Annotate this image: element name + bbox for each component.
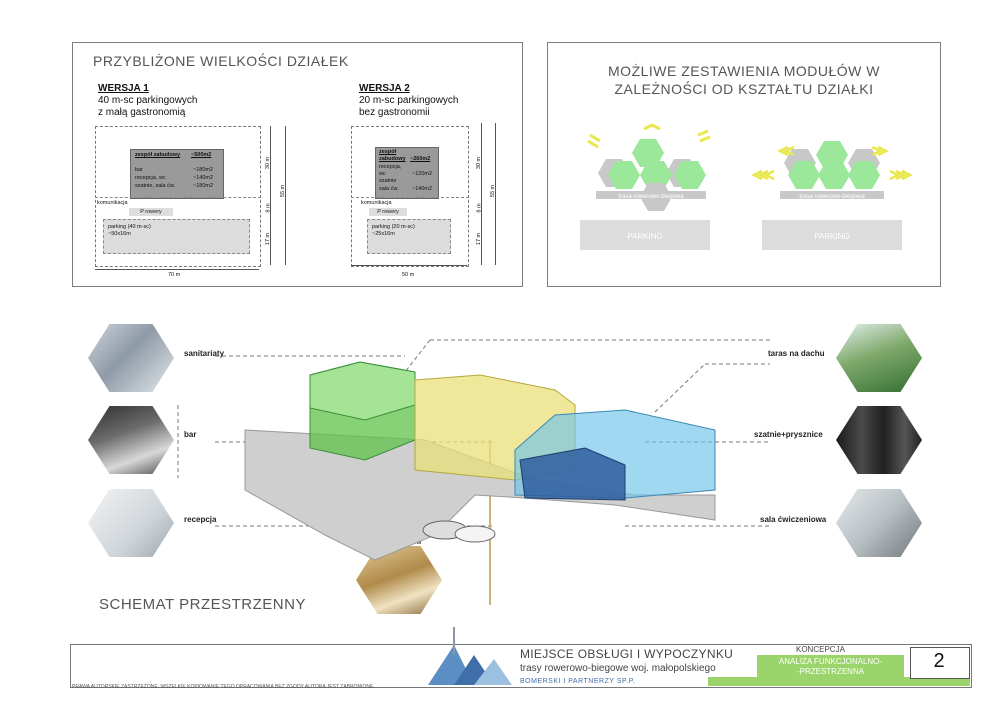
- version-2-zespol2: zabudowy: [379, 156, 406, 162]
- footer-title: MIEJSCE OBSŁUGI I WYPOCZYNKU: [520, 647, 734, 661]
- version-1-zespol: zespół zabudowy: [135, 152, 181, 158]
- version-2-dim-w: 50 m: [402, 272, 415, 278]
- page-number: 2: [933, 650, 945, 672]
- page-number-box: [910, 647, 970, 679]
- version-2-komunikacja: komunikacja: [361, 200, 392, 206]
- version-2-heading: WERSJA 2: [359, 83, 410, 94]
- version-2-row-3-val: ~140m2: [412, 186, 433, 192]
- version-1-line2: z małą gastronomią: [98, 107, 186, 118]
- version-2-row-3-label: sala ćw.: [379, 186, 399, 192]
- version-2-parking: parking (20 m-sc) ~25x16m: [367, 219, 451, 254]
- footer-koncepcja: KONCEPCJA: [796, 645, 845, 654]
- modules-diagram: trasa rowerowo-biegowa PARKING trasa row…: [580, 123, 913, 250]
- version-1-komunikacja: komunikacja: [97, 200, 128, 206]
- company-logo-icon: [428, 627, 512, 685]
- version-2-parking-size: ~25x16m: [372, 231, 395, 237]
- version-1-rowery: P rowery: [129, 208, 173, 216]
- version-1-dim-right2: [285, 126, 286, 265]
- version-1-dim-30: 30 m: [265, 156, 272, 170]
- modules-panel: MOŻLIWE ZESTAWIENIA MODUŁÓW W ZALEŻNOŚCI…: [547, 42, 941, 287]
- version-1-row-0-val: ~180m2: [193, 167, 214, 173]
- version-1-row-2-val: ~180m2: [193, 183, 214, 189]
- version-2-line2: bez gastronomii: [359, 107, 430, 118]
- photo-sanitariaty: [88, 323, 174, 393]
- module-set-1: trasa rowerowo-biegowa PARKING: [580, 123, 711, 250]
- version-1-plot: [95, 126, 261, 267]
- version-1-row-2-label: szatnie, sala ćw.: [135, 183, 176, 189]
- version-2-dim-30: 30 m: [476, 156, 483, 170]
- footer-company: BOMERSKI I PARTNERZY SP.P.: [520, 678, 636, 685]
- version-1-dim-55: 55 m: [280, 184, 287, 198]
- version-1-dim-17: 17 m: [265, 232, 272, 246]
- version-2-row-2-label: szatnie: [379, 178, 397, 184]
- version-1-dim-bottom: [95, 269, 259, 270]
- version-2-dim-17: 17 m: [476, 232, 483, 246]
- version-2-plot: [351, 126, 469, 267]
- version-1-row-1-label: recepcja, wc: [135, 175, 166, 181]
- footer-analiza-1: ANALIZA FUNKCJONALNO-: [778, 657, 883, 666]
- version-1-building: zespół zabudowy ~500m2 bar ~180m2 recepc…: [130, 149, 224, 199]
- version-2-zespol: zespół: [379, 149, 397, 155]
- photo-recepcja: [88, 488, 174, 558]
- label-recepcja: recepcja: [184, 515, 217, 524]
- photo-taras: [836, 323, 922, 393]
- version-1-dim-w: 70 m: [168, 272, 181, 278]
- version-2-dim-right2: [495, 123, 496, 265]
- version-1-line1: 40 m-sc parkingowych: [98, 95, 198, 106]
- photo-sala: [836, 488, 922, 558]
- version-1-dim-right: [270, 126, 271, 265]
- modules-title-line2: ZALEŻNOŚCI OD KSZTAŁTU DZIAŁKI: [614, 81, 874, 97]
- label-bar: bar: [184, 430, 197, 439]
- version-2-dim-8: 8 m: [476, 203, 483, 213]
- version-1-parking-label: parking (40 m-sc): [108, 224, 151, 230]
- modules-title-line1: MOŻLIWE ZESTAWIENIA MODUŁÓW W: [608, 63, 880, 79]
- footer-green-strip: [708, 677, 970, 686]
- version-2-parking-label: parking (20 m-sc): [372, 224, 415, 230]
- version-1-row-1-val: ~140m2: [193, 175, 214, 181]
- version-1-parking: parking (40 m-sc) ~50x16m: [103, 219, 250, 254]
- label-sala: sala ćwiczeniowa: [760, 515, 827, 524]
- photo-bar: [88, 405, 174, 475]
- photo-szatnie: [836, 405, 922, 475]
- version-2-row-1-val: ~120m2: [412, 171, 433, 177]
- trasa-label-1: trasa rowerowo-biegowa: [618, 194, 684, 200]
- plot-sizes-title: PRZYBLIŻONE WIELKOŚCI DZIAŁEK: [93, 53, 349, 69]
- version-1-dim-8: 8 m: [265, 203, 272, 213]
- version-2-komunikacja-line: [351, 197, 469, 198]
- version-1-parking-size: ~50x16m: [108, 231, 131, 237]
- plot-sizes-panel: PRZYBLIŻONE WIELKOŚCI DZIAŁEK WERSJA 1 4…: [72, 42, 523, 287]
- version-2-rowery: P rowery: [369, 208, 407, 216]
- version-1-komunikacja-line: [95, 197, 261, 198]
- copyright-text: PRAWA AUTORSKIE ZASTRZEŻONE. WSZELKIE KO…: [72, 684, 375, 690]
- version-2-line1: 20 m-sc parkingowych: [359, 95, 459, 106]
- version-2-building: zespół zabudowy ~260m2 recepcja, wc ~120…: [375, 147, 439, 199]
- version-2-row-1-label: wc: [379, 171, 386, 177]
- version-2-zespol-val: ~260m2: [410, 156, 431, 162]
- version-2-dim-55: 55 m: [490, 184, 497, 198]
- footer-box: [70, 644, 972, 688]
- footer-subtitle: trasy rowerowo-biegowe woj. małopolskieg…: [520, 663, 716, 674]
- module-set-2: trasa rowerowo-biegowa PARKING: [751, 141, 913, 250]
- trasa-label-2: trasa rowerowo-biegowa: [799, 194, 865, 200]
- label-szatnie: szatnie+prysznice: [754, 430, 823, 439]
- version-2-row-0-label: recepcja,: [379, 164, 402, 170]
- version-1-heading: WERSJA 1: [98, 83, 149, 94]
- version-2-dim-bottom: [351, 265, 467, 266]
- version-1-row-0-label: bar: [135, 167, 143, 173]
- parking-label-2: PARKING: [814, 232, 849, 241]
- building-schematic: [177, 339, 770, 605]
- version-2-dim-right: [481, 123, 482, 265]
- schema-title: SCHEMAT PRZESTRZENNY: [99, 596, 306, 613]
- footer-analiza-2: -PRZESTRZENNA: [796, 667, 865, 676]
- label-taras: taras na dachu: [768, 349, 825, 358]
- parking-label-1: PARKING: [627, 232, 662, 241]
- version-1-zespol-val: ~500m2: [191, 152, 212, 158]
- label-sanitariaty: sanitariaty: [184, 349, 225, 358]
